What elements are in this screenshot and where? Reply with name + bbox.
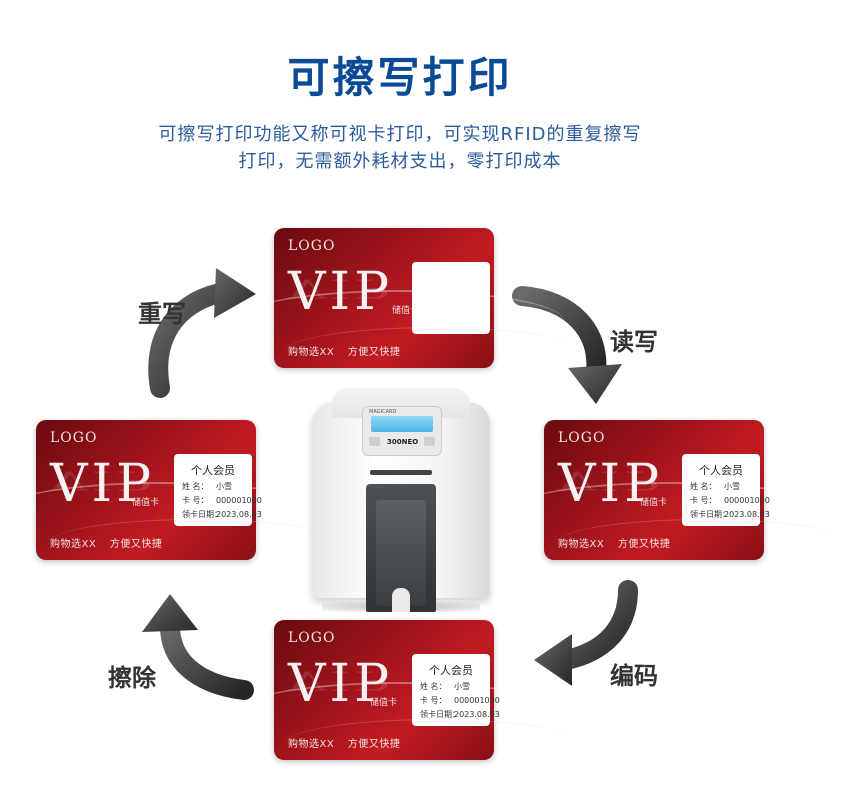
card-slogan-1: 购物选XX	[288, 739, 335, 750]
printer-hopper-notch	[392, 588, 410, 612]
printer-model: 300NEO	[387, 438, 419, 446]
card-slogan-1: 购物选XX	[50, 539, 97, 550]
card-number-value: 000001000	[216, 496, 262, 505]
subtitle-line-2: 打印，无需额外耗材支出，零打印成本	[238, 151, 562, 172]
card-slogan: 购物选XX 方便又快捷	[50, 535, 172, 550]
step-label-read-write: 读写	[610, 328, 658, 356]
card-vip-text: VIP	[50, 454, 156, 514]
vip-card-left: LOGO VIP VIP 储值卡 购物选XX 方便又快捷 个人会员 姓 名：小雪…	[0, 420, 346, 560]
card-vip-reflection: VIP	[288, 273, 394, 303]
member-info-box: 个人会员 姓 名： 小雪 卡 号： 000001000 领卡日期：2023.08.0…	[682, 454, 770, 526]
card-vip-reflection: VIP	[558, 465, 664, 495]
arrow-rewrite	[148, 268, 256, 398]
card-vip-reflection: VIP	[288, 665, 394, 695]
printer-button-left	[369, 437, 380, 446]
card-printer: MAGICARD 300NEO	[312, 388, 490, 620]
card-slogan-2: 方便又快捷	[109, 539, 163, 550]
card-vip-reflection: VIP	[50, 465, 156, 495]
card-slogan-2: 方便又快捷	[347, 347, 401, 358]
printer-lcd-screen	[371, 416, 433, 432]
card-logo-text: LOGO	[558, 430, 606, 446]
member-info-heading: 个人会员	[699, 464, 743, 477]
arrow-read-write	[512, 286, 622, 404]
name-label: 姓 名：	[690, 482, 717, 491]
issue-date-label: 领卡日期：	[690, 510, 730, 519]
printer-button-right	[424, 437, 435, 446]
card-tag: 储值卡	[640, 498, 668, 508]
issue-date-label: 领卡日期：	[420, 710, 460, 719]
card-vip-text: VIP	[288, 262, 394, 322]
issue-date-label: 领卡日期：	[182, 510, 222, 519]
card-tag: 储值卡	[392, 306, 420, 316]
card-slogan-1: 购物选XX	[558, 539, 605, 550]
card-tag: 储值卡	[370, 698, 398, 708]
card-slogan-1: 购物选XX	[288, 347, 335, 358]
member-info-box: 个人会员 姓 名： 小雪 卡 号： 000001000 领卡日期：2023.08.0…	[412, 654, 500, 726]
name-label: 姓 名：	[182, 482, 209, 491]
card-logo-text: LOGO	[50, 430, 98, 446]
card-number-label: 卡 号：	[182, 496, 209, 505]
step-label-rewrite: 重写	[138, 300, 186, 328]
step-label-erase: 擦除	[108, 664, 156, 692]
card-slogan: 购物选XX 方便又快捷	[288, 343, 410, 358]
card-number-label: 卡 号：	[420, 696, 447, 705]
vip-card-right: LOGO VIP VIP 储值卡 购物选XX 方便又快捷 个人会员 姓 名：小雪…	[504, 420, 854, 560]
card-slogan-2: 方便又快捷	[617, 539, 671, 550]
member-info-box: 个人会员 姓 名： 小雪 卡 号： 000001000 领卡日期：2023.08.0…	[174, 454, 262, 526]
card-number-value: 000001000	[724, 496, 770, 505]
name-value: 小雪	[216, 482, 232, 491]
card-tag: 储值卡	[132, 498, 160, 508]
card-vip-text: VIP	[288, 654, 394, 714]
vip-card-top: LOGO VIP VIP 储值卡 购物选XX 方便又快捷	[234, 228, 584, 368]
page-title: 可擦写打印	[287, 53, 513, 102]
subtitle-line-1: 可擦写打印功能又称可视卡打印，可实现RFID的重复擦写	[158, 124, 642, 145]
issue-date-value: 2023.08.03	[724, 510, 770, 519]
arrow-encode	[534, 580, 638, 686]
arrow-erase	[142, 594, 254, 700]
member-info-heading: 个人会员	[191, 464, 235, 477]
vip-card-bottom: LOGO VIP VIP 储值卡 购物选XX 方便又快捷 个人会员 姓 名：小雪…	[234, 620, 584, 760]
card-blank-area	[412, 262, 490, 334]
member-info-heading: 个人会员	[429, 664, 473, 677]
printer-card-slot	[370, 470, 432, 475]
name-value: 小雪	[454, 682, 470, 691]
card-logo-text: LOGO	[288, 630, 336, 646]
cycle-arrows	[142, 268, 638, 700]
card-slogan: 购物选XX 方便又快捷	[288, 735, 410, 750]
name-value: 小雪	[724, 482, 740, 491]
printer-control-panel: MAGICARD 300NEO	[362, 406, 442, 456]
card-slogan-2: 方便又快捷	[347, 739, 401, 750]
name-label: 姓 名：	[420, 682, 447, 691]
card-logo-text: LOGO	[288, 238, 336, 254]
printer-brand: MAGICARD	[369, 409, 397, 415]
card-number-label: 卡 号：	[690, 496, 717, 505]
step-label-encode: 编码	[610, 662, 658, 690]
issue-date-value: 2023.08.03	[454, 710, 500, 719]
issue-date-value: 2023.08.03	[216, 510, 262, 519]
card-number-value: 000001000	[454, 696, 500, 705]
card-vip-text: VIP	[558, 454, 664, 514]
card-slogan: 购物选XX 方便又快捷	[558, 535, 680, 550]
